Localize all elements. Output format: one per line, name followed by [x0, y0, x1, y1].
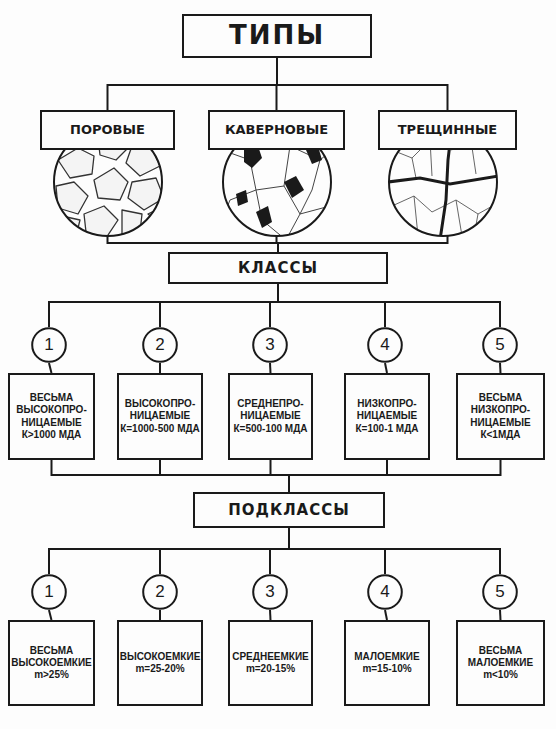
grain: [126, 146, 160, 176]
node-label: ТРЕЩИННЫЕ: [398, 122, 498, 138]
cavern: [236, 190, 248, 206]
connector-line: [271, 460, 290, 492]
connector-line: [270, 528, 289, 574]
node-label: ВЕСЬМА НИЗКОПРО- НИЦАЕМЫЕ К<1МДА: [459, 392, 542, 441]
connector-line: [159, 363, 161, 373]
class-box: ВЕСЬМА ВЫСОКОЕМКИЕ m>25%: [8, 620, 95, 706]
connector-line: [499, 363, 502, 373]
connector-line: [49, 363, 52, 373]
connector-line: [108, 58, 278, 110]
grain-boundary: [300, 160, 320, 214]
class-box: ВЫСОКОПРО- НИЦАЕМЫЕ К=1000-500 МДА: [117, 373, 203, 460]
node-label: ВЫСОКОПРО- НИЦАЕМЫЕ К=1000-500 МДА: [120, 398, 200, 435]
node-label: СРЕДНЕПРО- НИЦАЕМЫЕ К=500-100 МДА: [231, 398, 310, 435]
node-label: 3: [265, 335, 274, 356]
fracture-line: [388, 176, 498, 184]
number-circle: 2: [142, 574, 178, 610]
cavern: [284, 176, 304, 198]
connector-line: [49, 528, 289, 574]
node-label: 2: [155, 582, 164, 603]
node-label: 4: [380, 582, 389, 603]
type-box: ТРЕЩИННЫЕ: [378, 110, 517, 150]
type-box: КАВЕРНОВЫЕ: [208, 110, 345, 150]
class-box: МАЛОЕМКИЕ m=15-10%: [344, 620, 430, 706]
circle-shape: [143, 575, 177, 609]
number-circle: 4: [367, 327, 403, 363]
node-label: ВЕСЬМА ВЫСОКОЕМКИЕ m>25%: [11, 645, 92, 682]
class-box: ВЕСЬМА НИЗКОПРО- НИЦАЕМЫЕ К<1МДА: [456, 373, 545, 460]
class-box: ВЕСЬМА МАЛОЕМКИЕ m<10%: [456, 620, 545, 706]
grain: [122, 210, 142, 236]
number-circle: 5: [482, 327, 518, 363]
connector-line: [49, 610, 52, 620]
node-label: 1: [44, 335, 53, 356]
circle-shape: [143, 328, 177, 362]
connector-line: [269, 363, 272, 373]
node-label: 5: [495, 582, 504, 603]
connector-line: [499, 610, 502, 620]
connector-line: [289, 460, 501, 492]
connector-line: [160, 460, 289, 492]
grain: [128, 178, 164, 210]
class-box: ВЕСЬМА ВЫСОКОПРО- НИЦАЕМЫЕ К>1000 МДА: [8, 373, 95, 460]
connector-line: [159, 610, 161, 620]
circle-shape: [483, 575, 517, 609]
connector-line: [385, 363, 387, 373]
connector-line: [277, 58, 448, 110]
circle-shape: [368, 575, 402, 609]
connector-line: [52, 460, 290, 492]
node-label: МАЛОЕМКИЕ m=15-10%: [347, 651, 427, 675]
grain: [94, 168, 128, 200]
connector-line: [289, 528, 385, 574]
type-box: ПОРОВЫЕ: [40, 110, 175, 150]
node-label: ВЕСЬМА МАЛОЕМКИЕ m<10%: [459, 645, 542, 682]
class-box: НИЗКОПРО- НИЦАЕМЫЕ К=100-1 МДА: [344, 373, 430, 460]
cavern: [256, 206, 272, 228]
class-box: СРЕДНЕЕМКИЕ m=20-15%: [228, 620, 313, 706]
connector-line: [49, 284, 278, 327]
grain-boundary: [222, 160, 256, 220]
connector-line: [278, 284, 385, 327]
class-box: СРЕДНЕПРО- НИЦАЕМЫЕ К=500-100 МДА: [228, 373, 313, 460]
connector-line: [160, 284, 278, 327]
class-box: ВЫСОКОЕМКИЕ m=25-20%: [117, 620, 203, 706]
circle-shape: [368, 328, 402, 362]
connector-line: [269, 610, 272, 620]
node-label: 2: [155, 335, 164, 356]
number-circle: 3: [252, 574, 288, 610]
node-label: 3: [265, 582, 274, 603]
node-label: 4: [380, 335, 389, 356]
header-box: ПОДКЛАССЫ: [193, 492, 385, 528]
node-label: ТИПЫ: [229, 20, 325, 52]
connector-line: [385, 610, 387, 620]
node-label: ПОДКЛАССЫ: [228, 501, 350, 519]
connector-line: [278, 284, 500, 327]
number-circle: 5: [482, 574, 518, 610]
title-box: ТИПЫ: [182, 14, 372, 58]
node-label: ВЫСОКОЕМКИЕ m=25-20%: [120, 651, 201, 675]
number-circle: 1: [31, 327, 67, 363]
number-circle: 2: [142, 327, 178, 363]
node-label: СРЕДНЕЕМКИЕ m=20-15%: [231, 651, 310, 675]
node-label: НИЗКОПРО- НИЦАЕМЫЕ К=100-1 МДА: [347, 398, 427, 435]
number-circle: 4: [367, 574, 403, 610]
circle-shape: [253, 328, 287, 362]
header-box: КЛАССЫ: [168, 252, 388, 284]
circle-shape: [483, 328, 517, 362]
node-label: ПОРОВЫЕ: [70, 122, 145, 138]
circle-shape: [32, 575, 66, 609]
circle-shape: [253, 575, 287, 609]
node-label: ВЕСЬМА ВЫСОКОПРО- НИЦАЕМЫЕ К>1000 МДА: [11, 392, 92, 441]
number-circle: 3: [252, 327, 288, 363]
connector-line: [160, 528, 289, 574]
circle-shape: [32, 328, 66, 362]
node-label: 5: [495, 335, 504, 356]
connector-line: [289, 528, 500, 574]
connector-line: [270, 284, 278, 327]
node-label: 1: [44, 582, 53, 603]
node-label: КЛАССЫ: [238, 259, 318, 277]
number-circle: 1: [31, 574, 67, 610]
node-label: КАВЕРНОВЫЕ: [225, 122, 328, 138]
